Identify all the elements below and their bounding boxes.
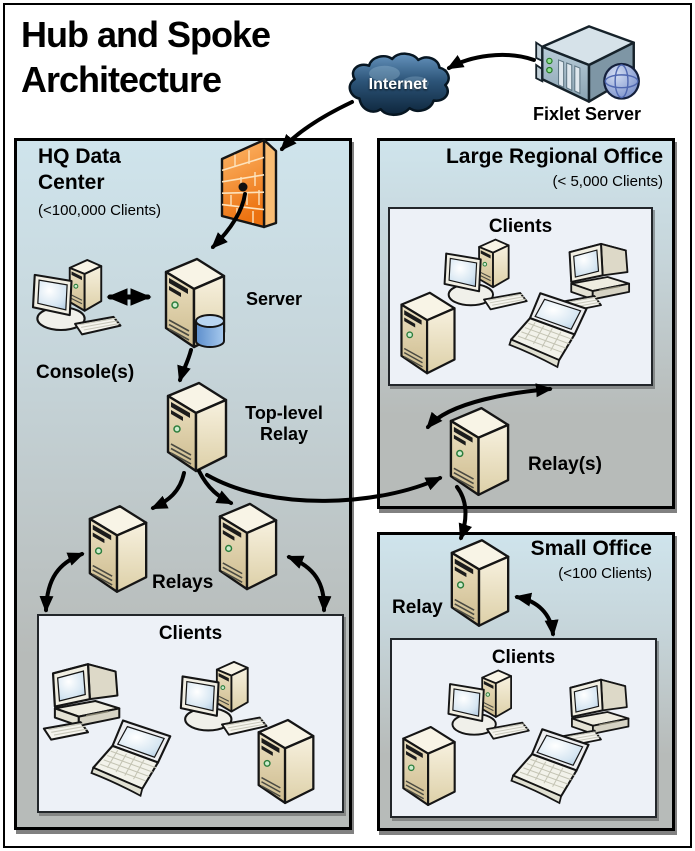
hq-capacity: (<100,000 Clients) (38, 202, 161, 219)
top-level-relay-label-line2: Relay (259, 424, 309, 444)
relay-left-icon (84, 502, 152, 596)
console-icon (26, 252, 124, 352)
page-title: Hub and Spoke Architecture (21, 12, 271, 102)
server-label: Server (246, 289, 303, 309)
hq-data-center-header: HQ Data Center (<100,000 Clients) (38, 144, 161, 219)
internet-label: Internet (368, 76, 428, 93)
relay-right-icon (214, 500, 282, 593)
small-clients-label: Clients (491, 647, 556, 668)
relays-label: Relays (152, 572, 214, 593)
database-icon (192, 311, 228, 351)
regional-relay-label: Relay(s) (528, 454, 602, 475)
lro-clients-label: Clients (488, 216, 553, 237)
small-office-capacity: (<100 Clients) (558, 565, 652, 582)
lro-capacity: (< 5,000 Clients) (552, 173, 663, 190)
page-title-line2: Architecture (21, 59, 222, 100)
laptop-icon (88, 718, 186, 800)
fixlet-server-label: Fixlet Server (532, 104, 642, 124)
hq-clients-label: Clients (158, 623, 223, 644)
lro-title: Large Regional Office (445, 145, 663, 168)
laptop-icon (506, 290, 602, 372)
tower-pc-icon (253, 716, 319, 807)
page-title-line1: Hub and Spoke (21, 14, 271, 55)
laptop-icon (508, 726, 604, 808)
top-level-relay-icon (162, 379, 232, 475)
fixlet-server-icon (524, 20, 650, 108)
hq-title-line1: HQ Data (38, 145, 121, 168)
console-label: Console(s) (36, 362, 135, 383)
large-regional-office-header: Large Regional Office (< 5,000 Clients) (377, 144, 663, 190)
top-level-relay-label-line1: Top-level (245, 403, 323, 423)
small-office-header: Small Office (<100 Clients) (377, 536, 652, 582)
small-office-relay-label: Relay (392, 597, 443, 618)
top-level-relay-label: Top-level Relay (234, 403, 334, 445)
diagram-border (3, 3, 692, 848)
firewall-icon (219, 137, 283, 235)
internet-cloud: Internet (344, 50, 452, 122)
small-office-title: Small Office (530, 537, 652, 560)
regional-relay-icon (445, 404, 514, 499)
hq-title-line2: Center (38, 171, 105, 194)
